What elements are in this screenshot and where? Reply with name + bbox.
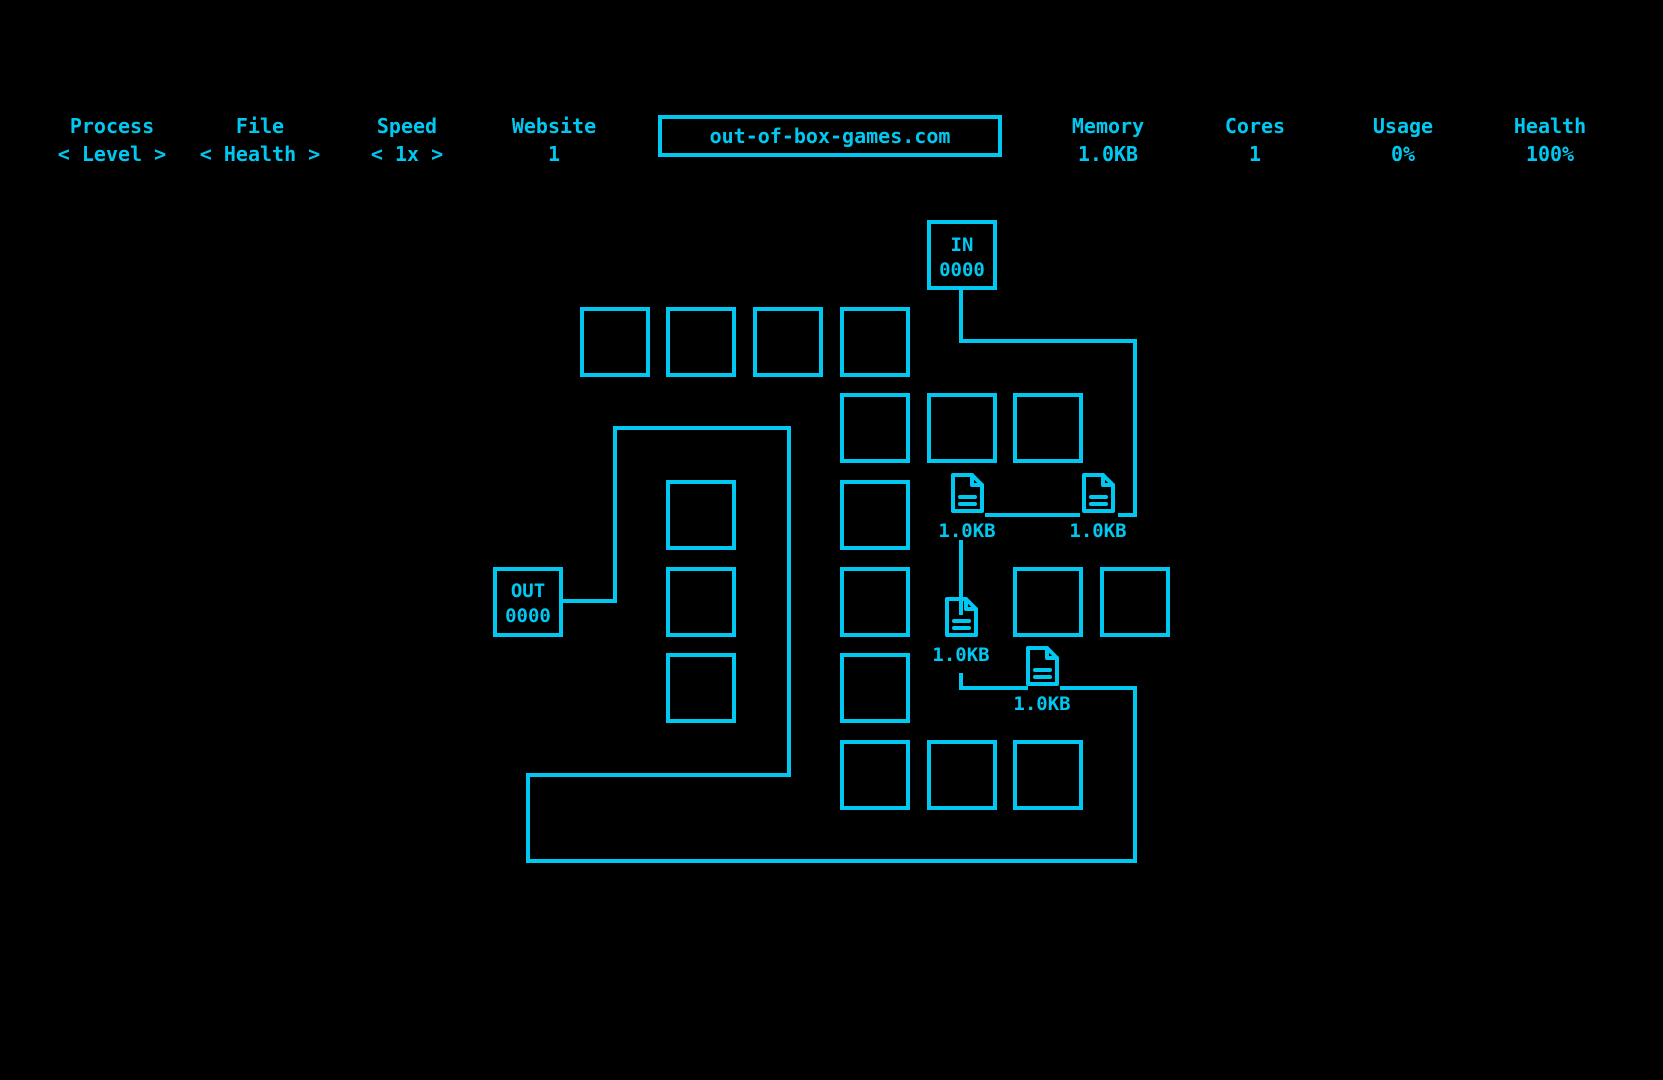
speed-value: 1x xyxy=(394,142,420,166)
core-slot[interactable] xyxy=(1100,567,1170,637)
process-label: Process xyxy=(69,114,155,138)
core-slot[interactable] xyxy=(927,740,997,810)
input-node-label: IN xyxy=(951,234,974,256)
core-slot[interactable] xyxy=(1013,567,1083,637)
packet-3: 1.0KB xyxy=(932,597,990,666)
speed-prev-button[interactable]: < xyxy=(370,142,383,166)
packet-size-label: 1.0KB xyxy=(1069,520,1126,542)
core-slot[interactable] xyxy=(753,307,823,377)
core-slot[interactable] xyxy=(1013,740,1083,810)
file-icon xyxy=(951,473,984,513)
site-url-text: out-of-box-games.com xyxy=(709,124,951,148)
website-label: Website xyxy=(511,114,597,138)
input-node-count: 0000 xyxy=(939,259,985,281)
hud-usage: Usage 0% xyxy=(1328,112,1478,168)
packet-size-label: 1.0KB xyxy=(1013,693,1070,715)
file-next-button[interactable]: > xyxy=(308,142,321,166)
core-slot[interactable] xyxy=(840,480,910,550)
core-slot[interactable] xyxy=(840,393,910,463)
core-slot[interactable] xyxy=(840,653,910,723)
hud-memory: Memory 1.0KB xyxy=(1033,112,1183,168)
wire-packet-to-bottom xyxy=(959,673,1028,690)
health-label: Health xyxy=(1513,114,1587,138)
process-value: Level xyxy=(81,142,143,166)
hud-speed: Speed < 1x > xyxy=(332,112,482,168)
health-value: 100% xyxy=(1525,142,1575,166)
wire-bottom-loop xyxy=(526,426,1137,863)
site-url-field[interactable]: out-of-box-games.com xyxy=(658,115,1002,157)
usage-value: 0% xyxy=(1390,142,1416,166)
hud-website: Website 1 xyxy=(479,112,629,168)
file-icon xyxy=(945,597,978,637)
process-next-button[interactable]: > xyxy=(154,142,167,166)
hud-file: File < Health > xyxy=(185,112,335,168)
file-icon xyxy=(1082,473,1115,513)
file-value: Health xyxy=(223,142,297,166)
usage-label: Usage xyxy=(1372,114,1434,138)
core-slot[interactable] xyxy=(666,307,736,377)
core-slot[interactable] xyxy=(927,393,997,463)
speed-label: Speed xyxy=(376,114,438,138)
hud-health: Health 100% xyxy=(1475,112,1625,168)
packet-size-label: 1.0KB xyxy=(932,644,989,666)
core-slot[interactable] xyxy=(580,307,650,377)
core-slot[interactable] xyxy=(1013,393,1083,463)
output-node-count: 0000 xyxy=(505,605,551,627)
core-slot[interactable] xyxy=(666,567,736,637)
packet-2: 1.0KB xyxy=(1069,473,1127,542)
packet-size-label: 1.0KB xyxy=(938,520,995,542)
core-slot[interactable] xyxy=(666,480,736,550)
hud-process: Process < Level > xyxy=(37,112,187,168)
file-prev-button[interactable]: < xyxy=(199,142,212,166)
output-node-box[interactable] xyxy=(493,567,563,637)
packet-4: 1.0KB xyxy=(1013,646,1071,715)
speed-next-button[interactable]: > xyxy=(431,142,444,166)
packet-1: 1.0KB xyxy=(938,473,996,542)
core-slot[interactable] xyxy=(840,307,910,377)
cores-label: Cores xyxy=(1224,114,1286,138)
file-label: File xyxy=(235,114,285,138)
output-node-label: OUT xyxy=(511,580,545,602)
memory-label: Memory xyxy=(1071,114,1145,138)
hud-cores: Cores 1 xyxy=(1180,112,1330,168)
core-slot[interactable] xyxy=(840,740,910,810)
wire-in-to-packet xyxy=(959,288,1137,517)
core-slot[interactable] xyxy=(840,567,910,637)
memory-value: 1.0KB xyxy=(1077,142,1139,166)
file-icon xyxy=(1026,646,1059,686)
cores-value: 1 xyxy=(1248,142,1262,166)
process-prev-button[interactable]: < xyxy=(57,142,70,166)
website-value: 1 xyxy=(547,142,561,166)
core-slot[interactable] xyxy=(666,653,736,723)
input-node-box[interactable] xyxy=(927,220,997,290)
